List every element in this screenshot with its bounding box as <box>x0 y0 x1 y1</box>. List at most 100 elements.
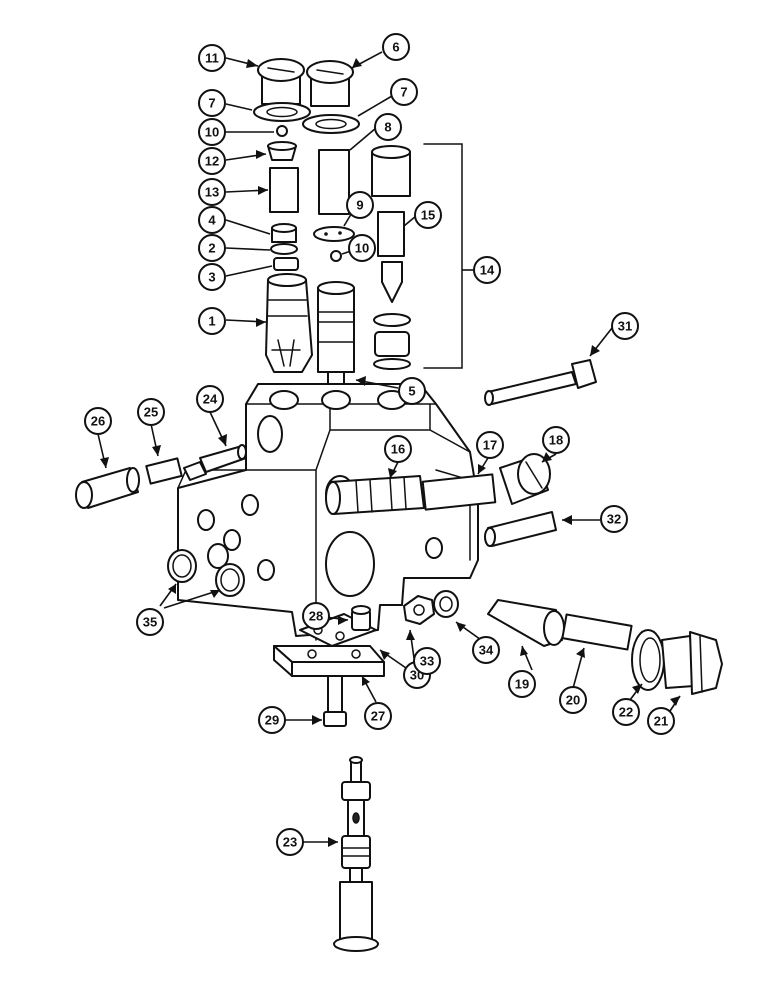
callout-21-label: 21 <box>654 714 668 729</box>
callout-7-right-label: 7 <box>400 85 407 100</box>
callout-20: 20 <box>559 686 587 714</box>
callout-1: 1 <box>198 307 226 335</box>
callout-2-label: 2 <box>208 241 215 256</box>
callout-32-label: 32 <box>607 512 621 527</box>
callout-34: 34 <box>472 636 500 664</box>
callout-26-label: 26 <box>91 414 105 429</box>
callout-31: 31 <box>611 312 639 340</box>
o-ring-35-left <box>167 549 197 583</box>
callout-35-label: 35 <box>143 615 157 630</box>
pin-28 <box>351 605 371 631</box>
callout-29: 29 <box>258 706 286 734</box>
callout-19: 19 <box>508 670 536 698</box>
callout-5: 5 <box>398 377 426 405</box>
screw-29 <box>323 675 347 727</box>
callout-22-label: 22 <box>619 705 633 720</box>
callout-26: 26 <box>84 407 112 435</box>
washer-22 <box>631 629 665 691</box>
callout-10-mid-label: 10 <box>355 241 369 256</box>
callout-32: 32 <box>600 505 628 533</box>
callout-2: 2 <box>198 234 226 262</box>
callout-3: 3 <box>198 263 226 291</box>
callout-4: 4 <box>198 206 226 234</box>
nut-33 <box>403 595 435 625</box>
callout-27-label: 27 <box>371 709 385 724</box>
callout-23: 23 <box>276 828 304 856</box>
callout-10-mid: 10 <box>348 234 376 262</box>
sleeve-1 <box>265 273 313 373</box>
callout-20-label: 20 <box>566 693 580 708</box>
callout-15-label: 15 <box>421 208 435 223</box>
spool-23 <box>333 756 379 952</box>
spring-25 <box>145 457 183 485</box>
callout-23-label: 23 <box>283 835 297 850</box>
callout-7-left: 7 <box>198 89 226 117</box>
callout-19-label: 19 <box>515 677 529 692</box>
callout-22: 22 <box>612 698 640 726</box>
spring-13 <box>269 167 299 213</box>
callout-15: 15 <box>414 201 442 229</box>
washer-34 <box>433 590 459 618</box>
plug-6 <box>306 60 354 107</box>
callout-5-label: 5 <box>408 384 415 399</box>
callout-13: 13 <box>198 178 226 206</box>
ball-10-mid <box>330 250 342 262</box>
arrowheads <box>100 58 680 847</box>
callout-6: 6 <box>382 33 410 61</box>
callout-25-label: 25 <box>144 405 158 420</box>
callout-35: 35 <box>136 608 164 636</box>
bracket-14 <box>423 143 463 369</box>
callout-1-label: 1 <box>208 314 215 329</box>
callout-16-label: 16 <box>391 442 405 457</box>
spring-8 <box>318 149 350 215</box>
bolt-31 <box>484 359 597 406</box>
callout-14: 14 <box>473 256 501 284</box>
callout-28: 28 <box>302 602 330 630</box>
plug-21 <box>661 631 723 695</box>
seat-12 <box>267 141 297 161</box>
callout-17-label: 17 <box>483 438 497 453</box>
spring-17 <box>421 473 497 511</box>
callout-10-top-label: 10 <box>205 125 219 140</box>
callout-17: 17 <box>476 431 504 459</box>
seat-3 <box>273 257 299 271</box>
bracket-27 <box>273 645 385 677</box>
spring-20 <box>561 613 633 651</box>
washer-2 <box>270 243 298 255</box>
callout-8: 8 <box>374 113 402 141</box>
callout-33-label: 33 <box>420 654 434 669</box>
callout-31-label: 31 <box>618 319 632 334</box>
callout-24: 24 <box>196 385 224 413</box>
callout-27: 27 <box>364 702 392 730</box>
callout-11-label: 11 <box>205 51 219 66</box>
ball-10-top <box>276 125 288 137</box>
callout-34-label: 34 <box>479 643 494 658</box>
callout-10-top: 10 <box>198 118 226 146</box>
callout-28-label: 28 <box>309 609 323 624</box>
callout-29-label: 29 <box>265 713 279 728</box>
callout-14-label: 14 <box>480 263 495 278</box>
plug-11 <box>257 58 305 105</box>
callout-7-right: 7 <box>390 78 418 106</box>
callout-21: 21 <box>647 707 675 735</box>
callout-7-left-label: 7 <box>208 96 215 111</box>
plunger-24 <box>183 444 247 481</box>
washer-9 <box>313 226 355 242</box>
callout-16: 16 <box>384 435 412 463</box>
washer-7-right <box>302 114 360 134</box>
poppet-19 <box>487 599 565 647</box>
callout-25: 25 <box>137 398 165 426</box>
callout-9: 9 <box>346 191 374 219</box>
callout-18: 18 <box>542 426 570 454</box>
spool-16 <box>325 475 425 515</box>
cartridge-14 <box>371 145 411 370</box>
callout-24-label: 24 <box>203 392 218 407</box>
callout-12: 12 <box>198 147 226 175</box>
callout-6-label: 6 <box>392 40 399 55</box>
callout-11: 11 <box>198 44 226 72</box>
callout-3-label: 3 <box>208 270 215 285</box>
callout-12-label: 12 <box>205 154 219 169</box>
valve-spool-5 <box>317 281 355 387</box>
callout-13-label: 13 <box>205 185 219 200</box>
